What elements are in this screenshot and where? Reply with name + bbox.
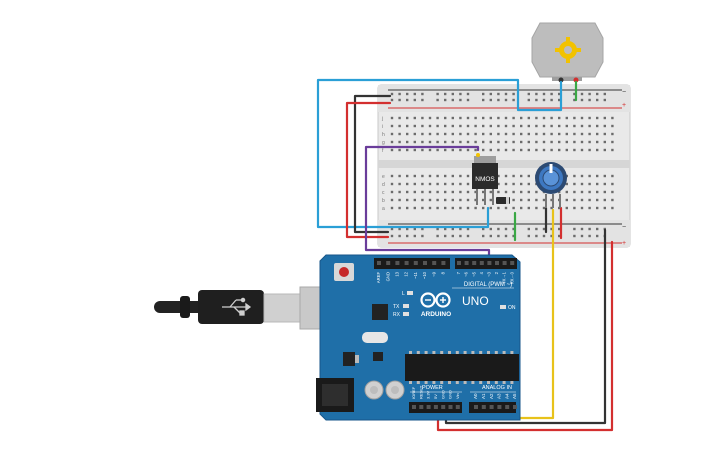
row-letter: g — [382, 140, 385, 146]
row-letter: f — [382, 148, 384, 154]
power-pin-label: Vin — [455, 393, 460, 399]
transistor-label: NMOS — [475, 176, 495, 183]
power-label: POWER — [422, 385, 443, 391]
row-letter: d — [382, 182, 385, 188]
wire-purple-gate[interactable] — [364, 145, 491, 265]
row-letter: e — [382, 174, 385, 180]
potentiometer[interactable] — [535, 162, 567, 208]
usb-cable[interactable] — [154, 286, 353, 330]
power-pin-label: GND — [440, 390, 445, 399]
arduino-logo-icon — [420, 292, 451, 308]
digital-header-2[interactable] — [455, 258, 517, 269]
row-letter: i — [382, 124, 383, 130]
power-pin-label: IOREF — [411, 386, 416, 399]
row-letter: h — [382, 132, 385, 138]
capacitors — [364, 380, 405, 400]
digital-pin-label: ~9 — [431, 271, 436, 276]
on-led-label: ON — [508, 305, 516, 311]
led-rx-label: RX — [393, 312, 401, 318]
digital-pin-label: ~6 — [464, 271, 469, 276]
digital-pin-label: ~3 — [487, 271, 492, 276]
rail-minus-bottom: − — [622, 224, 626, 231]
digital-pin-label: 7 — [456, 271, 461, 274]
row-letter: j — [381, 116, 383, 122]
digital-pin-label: AREF — [376, 272, 381, 284]
wire-black-rail[interactable] — [353, 94, 392, 234]
usb-chip — [372, 304, 388, 320]
digital-pin-label: 8 — [441, 271, 446, 274]
rail-plus-bottom: + — [622, 240, 626, 247]
digital-pin-label: ~5 — [471, 271, 476, 276]
analog-pin-label: A3 — [497, 393, 502, 399]
analog-pin-label: A0 — [473, 393, 478, 399]
power-pin-label: 3.3V — [426, 390, 431, 399]
analog-label: ANALOG IN — [482, 385, 512, 391]
digital-pin-label: ~10 — [422, 271, 427, 279]
analog-pin-label: A5 — [512, 393, 517, 399]
digital-pin-label: RX←0 — [509, 271, 514, 284]
row-letter: c — [382, 190, 385, 196]
rail-plus-top: + — [622, 102, 626, 109]
led-l-label: L — [402, 291, 405, 297]
row-letter: a — [382, 206, 385, 212]
diode[interactable] — [496, 197, 510, 204]
digital-pin-label: 12 — [404, 271, 409, 276]
dc-motor[interactable] — [531, 22, 604, 83]
wire-red-rail[interactable] — [345, 101, 392, 239]
led-tx-label: TX — [393, 304, 400, 310]
usb-symbol-icon — [222, 297, 252, 316]
reset-button[interactable] — [334, 263, 354, 281]
power-pin-label: GND — [448, 390, 453, 399]
microcontroller-chip — [405, 351, 519, 384]
digital-pin-label: 2 — [494, 271, 499, 274]
arduino-logo-text: ARDUINO — [421, 311, 451, 318]
digital-pin-label: TX→1 — [502, 271, 507, 284]
nmos-transistor[interactable]: NMOS — [472, 153, 498, 205]
digital-pin-label: GND — [385, 272, 390, 281]
wire-blue-loop[interactable] — [316, 78, 563, 229]
digital-label: DIGITAL (PWM ~) — [464, 282, 512, 288]
digital-pin-label: 13 — [395, 271, 400, 276]
analog-pin-label: A2 — [489, 393, 494, 399]
row-letter: b — [382, 198, 385, 204]
motor-gear-icon — [555, 37, 581, 63]
power-pin-label: 5V — [433, 394, 438, 399]
rail-minus-top: − — [622, 89, 626, 96]
analog-pin-label: A4 — [504, 393, 509, 399]
board-model: UNO — [462, 294, 489, 308]
digital-pin-label: ~11 — [413, 271, 418, 278]
analog-pin-label: A1 — [481, 393, 486, 399]
digital-pin-label: 4 — [479, 271, 484, 274]
digital-header-1[interactable] — [374, 258, 450, 269]
